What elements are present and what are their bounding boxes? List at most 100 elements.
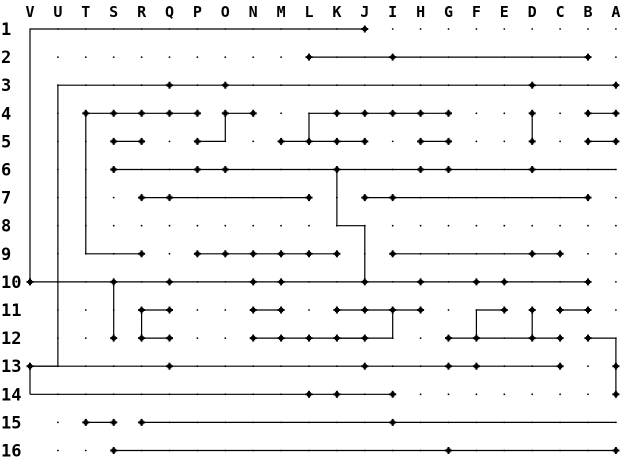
node-Q4 <box>166 109 173 117</box>
node-A4 <box>612 109 620 117</box>
node-S5 <box>110 137 118 145</box>
grid-dot <box>475 224 478 227</box>
node-J4 <box>361 109 369 117</box>
grid-dots <box>57 28 617 452</box>
node-R15 <box>138 418 146 426</box>
column-label-F: F <box>472 3 481 21</box>
row-label-4: 4 <box>1 104 11 124</box>
grid-dot <box>447 309 450 311</box>
grid-dot <box>168 224 171 227</box>
grid-dot <box>615 309 617 311</box>
grid-dot <box>503 28 506 30</box>
node-O9 <box>221 250 229 258</box>
node-L2 <box>305 53 313 61</box>
grid-dot <box>112 56 115 58</box>
grid-dot <box>168 56 171 58</box>
node-A16 <box>612 447 620 454</box>
column-label-C: C <box>556 3 565 21</box>
node-J10 <box>361 278 369 286</box>
node-G6 <box>445 166 452 173</box>
grid-dot <box>252 224 255 227</box>
row-label-8: 8 <box>1 217 11 237</box>
wire-segment <box>336 169 366 282</box>
node-F13 <box>472 362 480 370</box>
column-label-R: R <box>137 3 147 21</box>
node-K4 <box>333 109 341 117</box>
node-J11 <box>361 306 369 314</box>
node-I14 <box>389 390 397 398</box>
node-O4 <box>221 109 229 117</box>
node-I9 <box>389 250 397 258</box>
node-M10 <box>277 278 285 286</box>
wires <box>29 28 617 452</box>
node-A5 <box>612 137 620 145</box>
node-O3 <box>221 81 229 89</box>
node-G12 <box>445 334 452 342</box>
row-label-14: 14 <box>1 385 21 405</box>
node-R7 <box>138 194 146 202</box>
grid-dot <box>559 140 561 143</box>
column-label-N: N <box>249 3 258 21</box>
grid-dot <box>615 281 617 283</box>
grid-dot <box>475 28 478 30</box>
node-T4 <box>82 109 90 117</box>
node-F10 <box>472 278 480 286</box>
grid-dot <box>252 56 255 58</box>
grid-dot <box>84 337 87 339</box>
grid-dot <box>559 112 561 115</box>
node-M12 <box>277 334 285 342</box>
grid-dot <box>196 224 199 227</box>
row-label-16: 16 <box>1 442 21 462</box>
grid-dot <box>280 56 282 58</box>
node-I7 <box>389 194 397 202</box>
node-K5 <box>333 137 341 145</box>
grid-dot <box>252 140 255 143</box>
node-Q3 <box>166 81 173 89</box>
wire-segment <box>531 310 561 339</box>
grid-dot <box>140 224 143 227</box>
node-E11 <box>500 306 508 314</box>
node-D12 <box>528 334 536 342</box>
node-A13 <box>612 362 620 370</box>
node-R12 <box>138 334 146 342</box>
grid-dot <box>559 393 561 396</box>
node-Q7 <box>166 194 173 202</box>
node-J13 <box>361 362 369 370</box>
nodes <box>26 25 620 454</box>
node-M9 <box>277 250 285 258</box>
grid-dot <box>615 224 617 227</box>
node-R5 <box>138 137 146 145</box>
grid-dot <box>615 196 617 199</box>
grid-dot <box>531 224 534 227</box>
node-K6 <box>333 166 341 173</box>
column-label-D: D <box>528 3 537 21</box>
node-B7 <box>584 194 592 202</box>
grid-dot <box>391 140 394 143</box>
grid-dot <box>280 112 282 115</box>
node-S12 <box>110 334 118 342</box>
node-N10 <box>249 278 257 286</box>
node-B11 <box>584 306 592 314</box>
node-L7 <box>305 194 313 202</box>
grid-dot <box>587 365 589 368</box>
grid-dot <box>503 140 506 143</box>
grid-dot <box>140 56 143 58</box>
row-label-5: 5 <box>1 132 11 152</box>
node-F12 <box>472 334 480 342</box>
node-K9 <box>333 250 341 258</box>
node-B12 <box>584 334 592 342</box>
grid-dot <box>308 309 310 311</box>
grid-dot <box>559 224 561 227</box>
grid-dot <box>475 112 478 115</box>
grid-dot <box>224 56 227 58</box>
column-label-P: P <box>193 3 202 21</box>
node-I4 <box>389 109 397 117</box>
grid-dot <box>84 56 87 58</box>
grid-dot <box>391 28 394 30</box>
grid-dot <box>503 112 506 115</box>
node-R9 <box>138 250 146 258</box>
node-N12 <box>249 334 257 342</box>
node-B5 <box>584 137 592 145</box>
